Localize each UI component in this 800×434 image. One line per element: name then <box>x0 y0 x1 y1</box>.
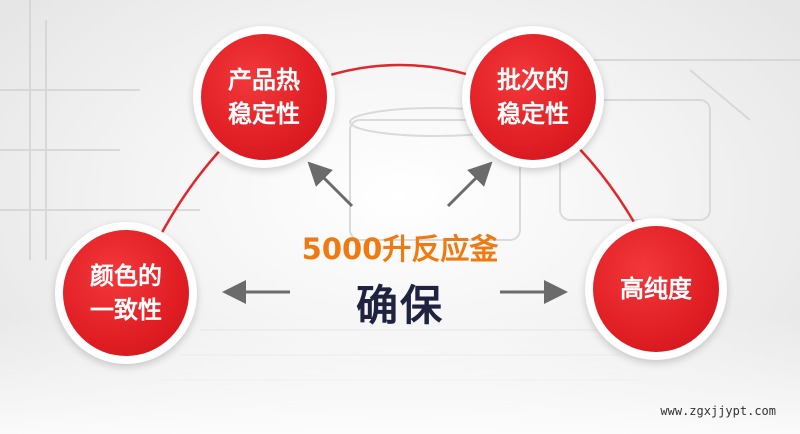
feature-label-line2: 一致性 <box>90 296 162 324</box>
feature-label-line1: 产品热 <box>228 66 300 94</box>
arrow-up-right <box>446 161 493 208</box>
feature-label-line1: 颜色的 <box>90 262 162 290</box>
feature-circle-batch-stability: 批次的 稳定性 <box>462 26 604 168</box>
feature-label-line2: 稳定性 <box>228 100 300 128</box>
watermark-url: www.zgxjjypt.com <box>660 404 776 418</box>
feature-label-line2: 稳定性 <box>497 100 569 128</box>
feature-circle-high-purity: 高纯度 <box>585 218 727 360</box>
center-headline: 5000升反应釜 <box>301 232 499 266</box>
feature-circle-color-consistency: 颜色的 一致性 <box>55 222 197 364</box>
feature-circle-thermal-stability: 产品热 稳定性 <box>193 26 335 168</box>
arrow-up-left <box>307 161 354 208</box>
feature-label-line1: 批次的 <box>497 66 569 94</box>
center-subline: 确保 <box>355 281 444 330</box>
feature-label-line1: 高纯度 <box>620 275 692 303</box>
